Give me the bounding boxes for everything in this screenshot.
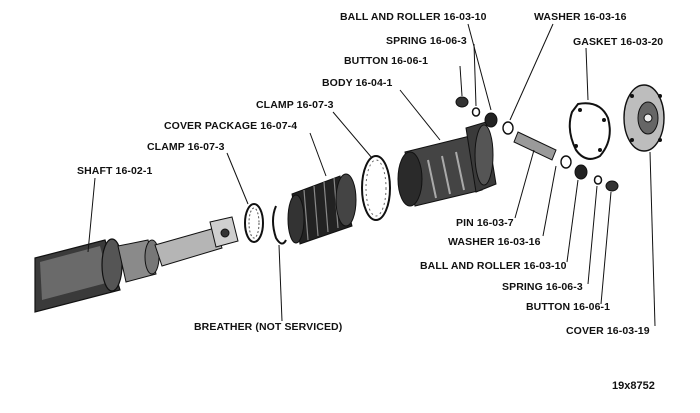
label-breather: BREATHER (NOT SERVICED) <box>194 321 343 333</box>
label-ball-roller-bottom: BALL AND ROLLER 16-03-10 <box>420 260 567 272</box>
gasket-part <box>568 102 611 160</box>
clamp-upper-part <box>361 155 391 221</box>
label-washer-top: WASHER 16-03-16 <box>534 11 627 23</box>
label-clamp-lower: CLAMP 16-07-3 <box>147 141 225 153</box>
spring-top-part <box>471 107 481 117</box>
washer-bottom-part <box>560 155 572 169</box>
label-spring-top: SPRING 16-06-3 <box>386 35 467 47</box>
ball-roller-top-part <box>484 112 498 128</box>
label-button-bottom: BUTTON 16-06-1 <box>526 301 611 313</box>
label-cover-package: COVER PACKAGE 16-07-4 <box>164 120 298 132</box>
figure-number: 19x8752 <box>612 380 655 392</box>
body-part <box>397 121 497 207</box>
label-clamp-upper: CLAMP 16-07-3 <box>256 99 334 111</box>
label-button-top: BUTTON 16-06-1 <box>344 55 429 67</box>
pin-part <box>513 131 557 161</box>
ball-roller-bottom-part <box>574 164 588 180</box>
cover-package-part <box>287 173 357 245</box>
label-ball-roller-top: BALL AND ROLLER 16-03-10 <box>340 11 487 23</box>
label-body: BODY 16-04-1 <box>322 77 393 89</box>
shaft <box>34 216 239 313</box>
leader-lines <box>87 23 656 327</box>
label-spring-bottom: SPRING 16-06-3 <box>502 281 583 293</box>
label-gasket: GASKET 16-03-20 <box>573 36 664 48</box>
breather-part <box>272 205 287 245</box>
label-cover: COVER 16-03-19 <box>566 325 650 337</box>
clamp-lower-part <box>244 203 264 243</box>
cover-part <box>623 84 665 152</box>
button-top-part <box>455 96 469 108</box>
label-washer-bottom: WASHER 16-03-16 <box>448 236 541 248</box>
washer-top-part <box>502 121 514 135</box>
label-pin: PIN 16-03-7 <box>456 217 514 229</box>
label-shaft: SHAFT 16-02-1 <box>77 165 153 177</box>
spring-bottom-part <box>593 175 603 185</box>
button-bottom-part <box>605 180 619 192</box>
